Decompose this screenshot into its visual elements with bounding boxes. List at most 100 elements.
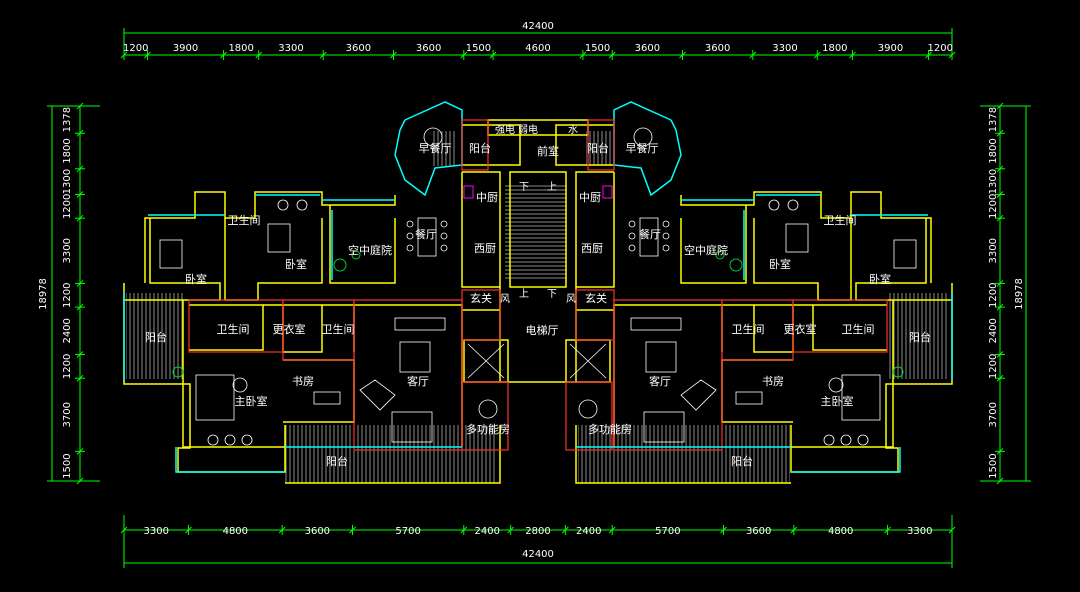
bottom-dim-slash [561,526,569,534]
label-l-balcony-top: 阳台 [469,141,491,155]
left-dim-slash [76,129,84,137]
label-r-study: 书房 [762,375,784,388]
left-dim-label: 1800 [62,138,73,163]
left-total-dim: 18978 [38,278,49,310]
bottom-dim-label: 5700 [395,526,420,537]
right-dim-label: 1200 [988,283,999,308]
right-dim-slash [996,477,1004,485]
bottom-dim-slash [460,526,468,534]
label-stair-up-bottom: 上 [519,288,529,300]
walls [123,101,953,484]
right-dim-slash [996,214,1004,222]
top-dim-slash [948,51,956,59]
left-dim-label: 1500 [62,453,73,478]
right-dim-label: 1200 [988,194,999,219]
label-r-balcony-bottom: 阳台 [731,454,753,468]
label-r-closet: 更衣室 [784,322,817,336]
furniture [159,127,917,446]
bottom-dim-label: 3600 [305,526,330,537]
windows-glass [123,194,953,473]
bottom-dim-slash [185,526,192,534]
right-dim-label: 2400 [988,318,999,343]
bottom-dim-slash [790,526,798,534]
right-dim-label: 1378 [988,107,999,132]
bottom-dim-slash [278,526,286,534]
top-dim-slash [579,51,587,59]
label-shaft-left: 强电 [495,123,515,136]
left-dim-slash [76,351,84,358]
label-l-sky-garden: 空中庭院 [348,243,392,257]
right-dim-label: 1300 [988,169,999,194]
label-r-kitchen: 中厨 [579,191,601,204]
top-dim-slash [489,51,497,59]
bottom-dim-label: 4800 [223,526,248,537]
left-dim-label: 1378 [62,107,73,132]
top-dim-label: 3600 [416,43,441,54]
label-l-wind: 风 [500,293,510,305]
dimension-lines [47,28,1031,568]
bottom-dim-label: 3600 [746,526,771,537]
plants [172,250,904,378]
label-r-bath-3: 卫生间 [842,322,875,336]
right-dim-label: 1500 [988,453,999,478]
label-r-bath-1: 卫生间 [824,213,857,227]
left-dim-slash [76,448,84,455]
left-dim-slash [76,303,84,311]
left-dim-label: 3700 [62,402,73,427]
label-l-closet: 更衣室 [273,322,306,336]
top-dim-label: 4600 [525,43,550,54]
label-r-sky-garden: 空中庭院 [684,243,728,257]
label-r-bath-2: 卫生间 [732,322,765,336]
top-dim-label: 1200 [928,43,953,54]
top-dim-label: 3300 [772,43,797,54]
room-labels: 早餐厅 阳台 阳台 早餐厅 前室 强电 弱电 水 中厨 西厨 中厨 西厨 下 上… [145,123,931,468]
label-front-room: 前室 [537,144,559,158]
right-dim-slash [996,129,1004,137]
top-total-dim: 42400 [522,21,554,32]
bottom-dim-label: 2400 [576,526,601,537]
right-dim-slash [996,351,1004,358]
label-stair-up-top: 上 [547,181,557,193]
left-dim-label: 1300 [62,169,73,194]
top-dim-label: 1800 [822,43,847,54]
label-l-study: 书房 [292,375,314,388]
top-dim-slash [120,51,128,59]
right-dim-slash [996,280,1004,287]
right-dim-slash [996,448,1004,455]
label-stair-down-top: 下 [519,182,529,193]
label-r-dining: 餐厅 [639,227,661,241]
label-l-bedroom-a: 卧室 [185,272,207,286]
top-dim-slash [749,51,757,59]
bottom-dim-label: 3300 [143,526,168,537]
label-l-bath-2: 卫生间 [217,322,250,336]
label-l-multi: 多功能房 [466,422,510,436]
bottom-dim-slash [948,526,956,534]
top-dim-label: 1500 [585,43,610,54]
kitchen-marks [463,185,613,199]
label-l-master: 主卧室 [235,394,268,408]
label-l-breakfast: 早餐厅 [419,141,452,155]
bottom-total-dim: 42400 [522,549,554,560]
left-dim-slash [76,477,84,485]
label-l-west-kitchen: 西厨 [474,242,496,255]
bottom-dim-slash [720,526,727,534]
label-l-living: 客厅 [407,374,429,388]
top-dim-label: 3600 [705,43,730,54]
label-r-balcony-top: 阳台 [587,141,609,155]
bottom-dim-slash [507,526,515,534]
top-dim-label: 1200 [123,43,148,54]
label-r-living: 客厅 [649,374,671,388]
label-l-bath-3: 卫生间 [322,322,355,336]
top-dim-slash [608,51,616,59]
label-l-bath-1: 卫生间 [228,213,261,227]
label-l-bedroom-b: 卧室 [285,257,307,271]
label-l-balcony-bottom: 阳台 [326,454,348,468]
top-dim-label: 3900 [878,43,903,54]
label-r-wind: 风 [566,293,576,305]
